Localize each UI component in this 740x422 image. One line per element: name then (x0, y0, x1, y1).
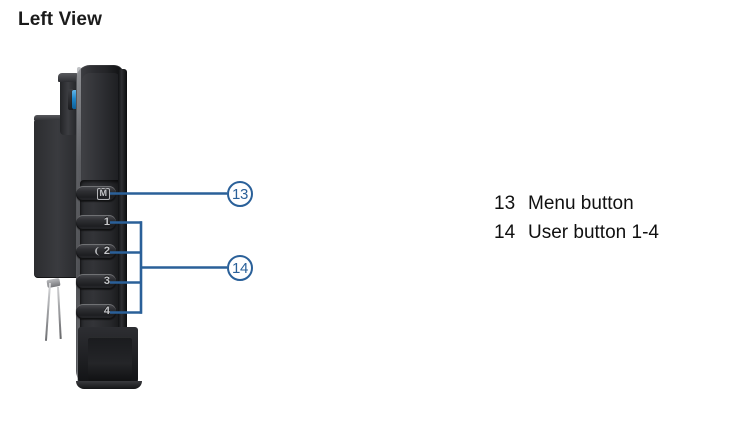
user-button-3-label: 3 (103, 275, 110, 287)
user-button-4[interactable]: 4 (76, 304, 116, 319)
antenna-wire (44, 282, 51, 341)
legend-item-13-text: Menu button (528, 193, 634, 214)
legend-item-14-number: 14 (494, 222, 516, 243)
page-title: Left View (18, 9, 102, 30)
user-button-1-label: 1 (103, 216, 110, 228)
bottom-mount-foot-inner (88, 337, 132, 385)
device-upper-panel (82, 73, 120, 188)
user-button-1[interactable]: 1 (76, 215, 116, 230)
bottom-mount-lip (76, 381, 142, 389)
menu-button[interactable]: M (76, 186, 116, 201)
user-button-2-glyph: ❨ (93, 246, 101, 256)
legend-item-14-text: User button 1-4 (528, 222, 659, 243)
callout-bubble-14[interactable]: 14 (227, 255, 253, 281)
legend-item-13-number: 13 (494, 193, 516, 214)
legend-item-14: 14 User button 1-4 (494, 222, 659, 251)
legend: 13 Menu button 14 User button 1-4 (494, 193, 659, 251)
top-mount-arm-cap (58, 73, 80, 82)
legend-item-13: 13 Menu button (494, 193, 659, 222)
user-button-4-label: 4 (103, 305, 110, 317)
menu-button-label: M (96, 187, 110, 200)
device-illustration: M 1 ❨ 2 3 4 (32, 55, 172, 395)
user-button-3[interactable]: 3 (76, 274, 116, 289)
port-recess (68, 89, 73, 110)
callout-bubble-13[interactable]: 13 (227, 181, 253, 207)
device-front-edge (118, 69, 127, 381)
user-button-2[interactable]: ❨ 2 (76, 244, 116, 259)
user-button-2-label: 2 (103, 245, 110, 257)
antenna-wire-secondary (57, 286, 62, 339)
